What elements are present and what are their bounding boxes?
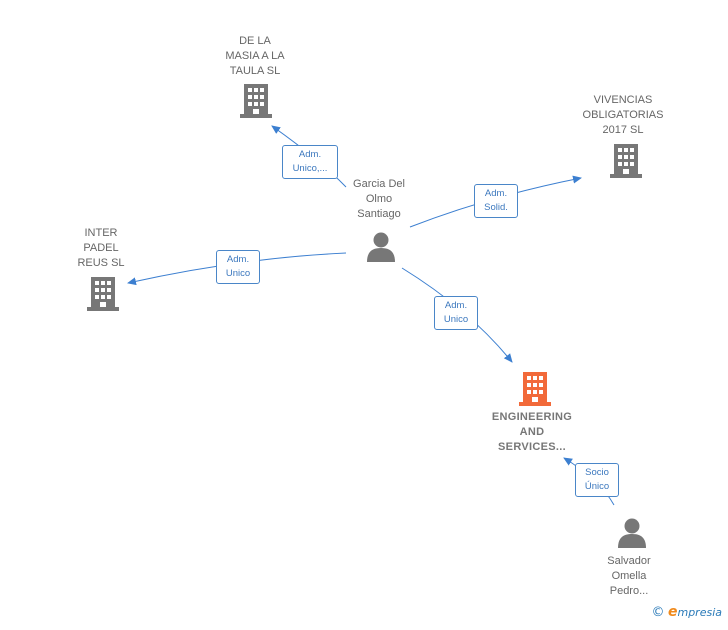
node-label-vivencias: VIVENCIAS OBLIGATORIAS 2017 SL xyxy=(582,94,664,136)
node-label-garcia: Garcia Del Olmo Santiago xyxy=(353,178,405,220)
person-icon xyxy=(367,232,395,262)
building-icon xyxy=(610,144,642,178)
person-icon xyxy=(618,518,646,548)
copyright-symbol: © xyxy=(651,605,665,620)
building-icon xyxy=(519,372,551,406)
edge-label-inter[interactable]: Adm. Unico xyxy=(216,250,260,284)
brand-watermark: © empresia xyxy=(651,604,722,620)
edge-label-masia[interactable]: Adm. Unico,... xyxy=(282,145,338,179)
edge-label-vivencias[interactable]: Adm. Solid. xyxy=(474,184,518,218)
edge-label-salvador[interactable]: Socio Único xyxy=(575,463,619,497)
building-icon xyxy=(87,277,119,311)
brand-logo-text: mpresia xyxy=(677,606,722,619)
node-label-salvador: Salvador Omella Pedro... xyxy=(607,555,651,597)
brand-logo-letter: e xyxy=(667,604,678,620)
building-icon xyxy=(240,84,272,118)
node-label-masia: DE LA MASIA A LA TAULA SL xyxy=(225,35,285,77)
edge-label-engineering[interactable]: Adm. Unico xyxy=(434,296,478,330)
node-label-engineering: ENGINEERING AND SERVICES... xyxy=(491,411,573,453)
node-label-inter: INTER PADEL REUS SL xyxy=(77,227,125,269)
